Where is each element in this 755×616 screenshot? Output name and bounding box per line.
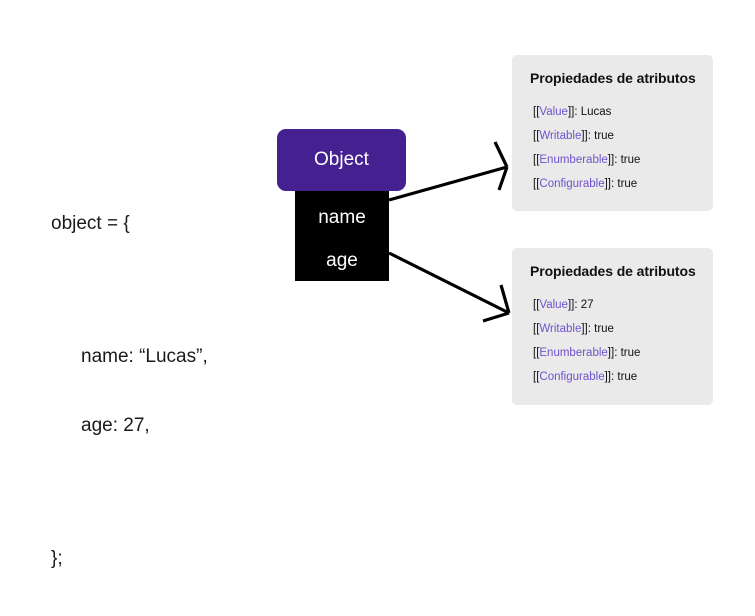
attribute-key: Configurable	[539, 178, 605, 190]
attribute-close-bracket: ]]	[604, 371, 611, 383]
attribute-row-configurable: [[Configurable]]: true	[533, 365, 705, 389]
attribute-close-bracket: ]]	[604, 178, 611, 190]
code-line-closing: };	[51, 548, 63, 569]
attribute-row-value: [[Value]]: 27	[533, 293, 705, 317]
attribute-value: : true	[611, 178, 638, 190]
attribute-list: [[Value]]: 27 [[Writable]]: true [[Enumb…	[533, 293, 705, 389]
attribute-panel-title: Propiedades de atributos	[530, 263, 696, 279]
diagram-canvas: object = { name: “Lucas”, age: 27, }; na…	[51, 55, 713, 569]
attribute-close-bracket: ]]	[607, 154, 615, 166]
attribute-value: : true	[587, 323, 614, 335]
attribute-value: : true	[614, 347, 641, 359]
attribute-close-bracket: ]]	[567, 299, 575, 311]
object-properties-box: name age	[295, 186, 389, 281]
attribute-close-bracket: ]]	[581, 130, 588, 142]
object-node-header: Object	[277, 129, 406, 191]
object-literal-code: object = { name: “Lucas”, age: 27, };	[51, 166, 208, 616]
attribute-list: [[Value]]: Lucas [[Writable]]: true [[En…	[533, 100, 705, 196]
code-line-declaration: object = {	[51, 213, 130, 234]
code-line-age: age: 27,	[81, 415, 150, 436]
attribute-open-bracket: [[	[533, 347, 540, 359]
attribute-close-bracket: ]]	[581, 323, 588, 335]
attribute-row-configurable: [[Configurable]]: true	[533, 172, 705, 196]
attribute-panel-age: Propiedades de atributos [[Value]]: 27 […	[512, 248, 713, 405]
attribute-open-bracket: [[	[533, 371, 540, 383]
attribute-close-bracket: ]]	[567, 106, 575, 118]
attribute-key: Value	[539, 299, 568, 311]
attribute-value: : true	[614, 154, 641, 166]
attribute-row-writable: [[Writable]]: true	[533, 124, 705, 148]
attribute-value: : Lucas	[574, 106, 612, 118]
code-line-name: name: “Lucas”,	[81, 346, 208, 367]
attribute-open-bracket: [[	[533, 106, 540, 118]
object-node-label: Object	[314, 149, 369, 170]
attribute-key: Enumberable	[539, 347, 608, 359]
attribute-open-bracket: [[	[533, 299, 540, 311]
attribute-row-enumerable: [[Enumberable]]: true	[533, 148, 705, 172]
attribute-open-bracket: [[	[533, 130, 540, 142]
property-slot-age: age	[326, 250, 358, 271]
attribute-value: : true	[611, 371, 638, 383]
attribute-close-bracket: ]]	[607, 347, 615, 359]
property-slot-name: name	[318, 207, 366, 228]
attribute-open-bracket: [[	[533, 154, 540, 166]
code-blank-line-1	[51, 281, 208, 299]
connector-name-to-top-panel	[388, 141, 509, 202]
attribute-key: Enumberable	[539, 154, 608, 166]
code-blank-line-2	[51, 483, 208, 501]
attribute-row-value: [[Value]]: Lucas	[533, 100, 705, 124]
attribute-key: Writable	[539, 323, 582, 335]
attribute-value: : 27	[574, 299, 594, 311]
attribute-key: Writable	[539, 130, 582, 142]
attribute-key: Configurable	[539, 371, 605, 383]
attribute-key: Value	[539, 106, 568, 118]
attribute-row-writable: [[Writable]]: true	[533, 317, 705, 341]
attribute-value: : true	[587, 130, 614, 142]
attribute-open-bracket: [[	[533, 323, 540, 335]
attribute-row-enumerable: [[Enumberable]]: true	[533, 341, 705, 365]
attribute-panel-name: Propiedades de atributos [[Value]]: Luca…	[512, 55, 713, 211]
attribute-panel-title: Propiedades de atributos	[530, 70, 696, 86]
attribute-open-bracket: [[	[533, 178, 540, 190]
connector-age-to-bottom-panel	[388, 251, 511, 323]
